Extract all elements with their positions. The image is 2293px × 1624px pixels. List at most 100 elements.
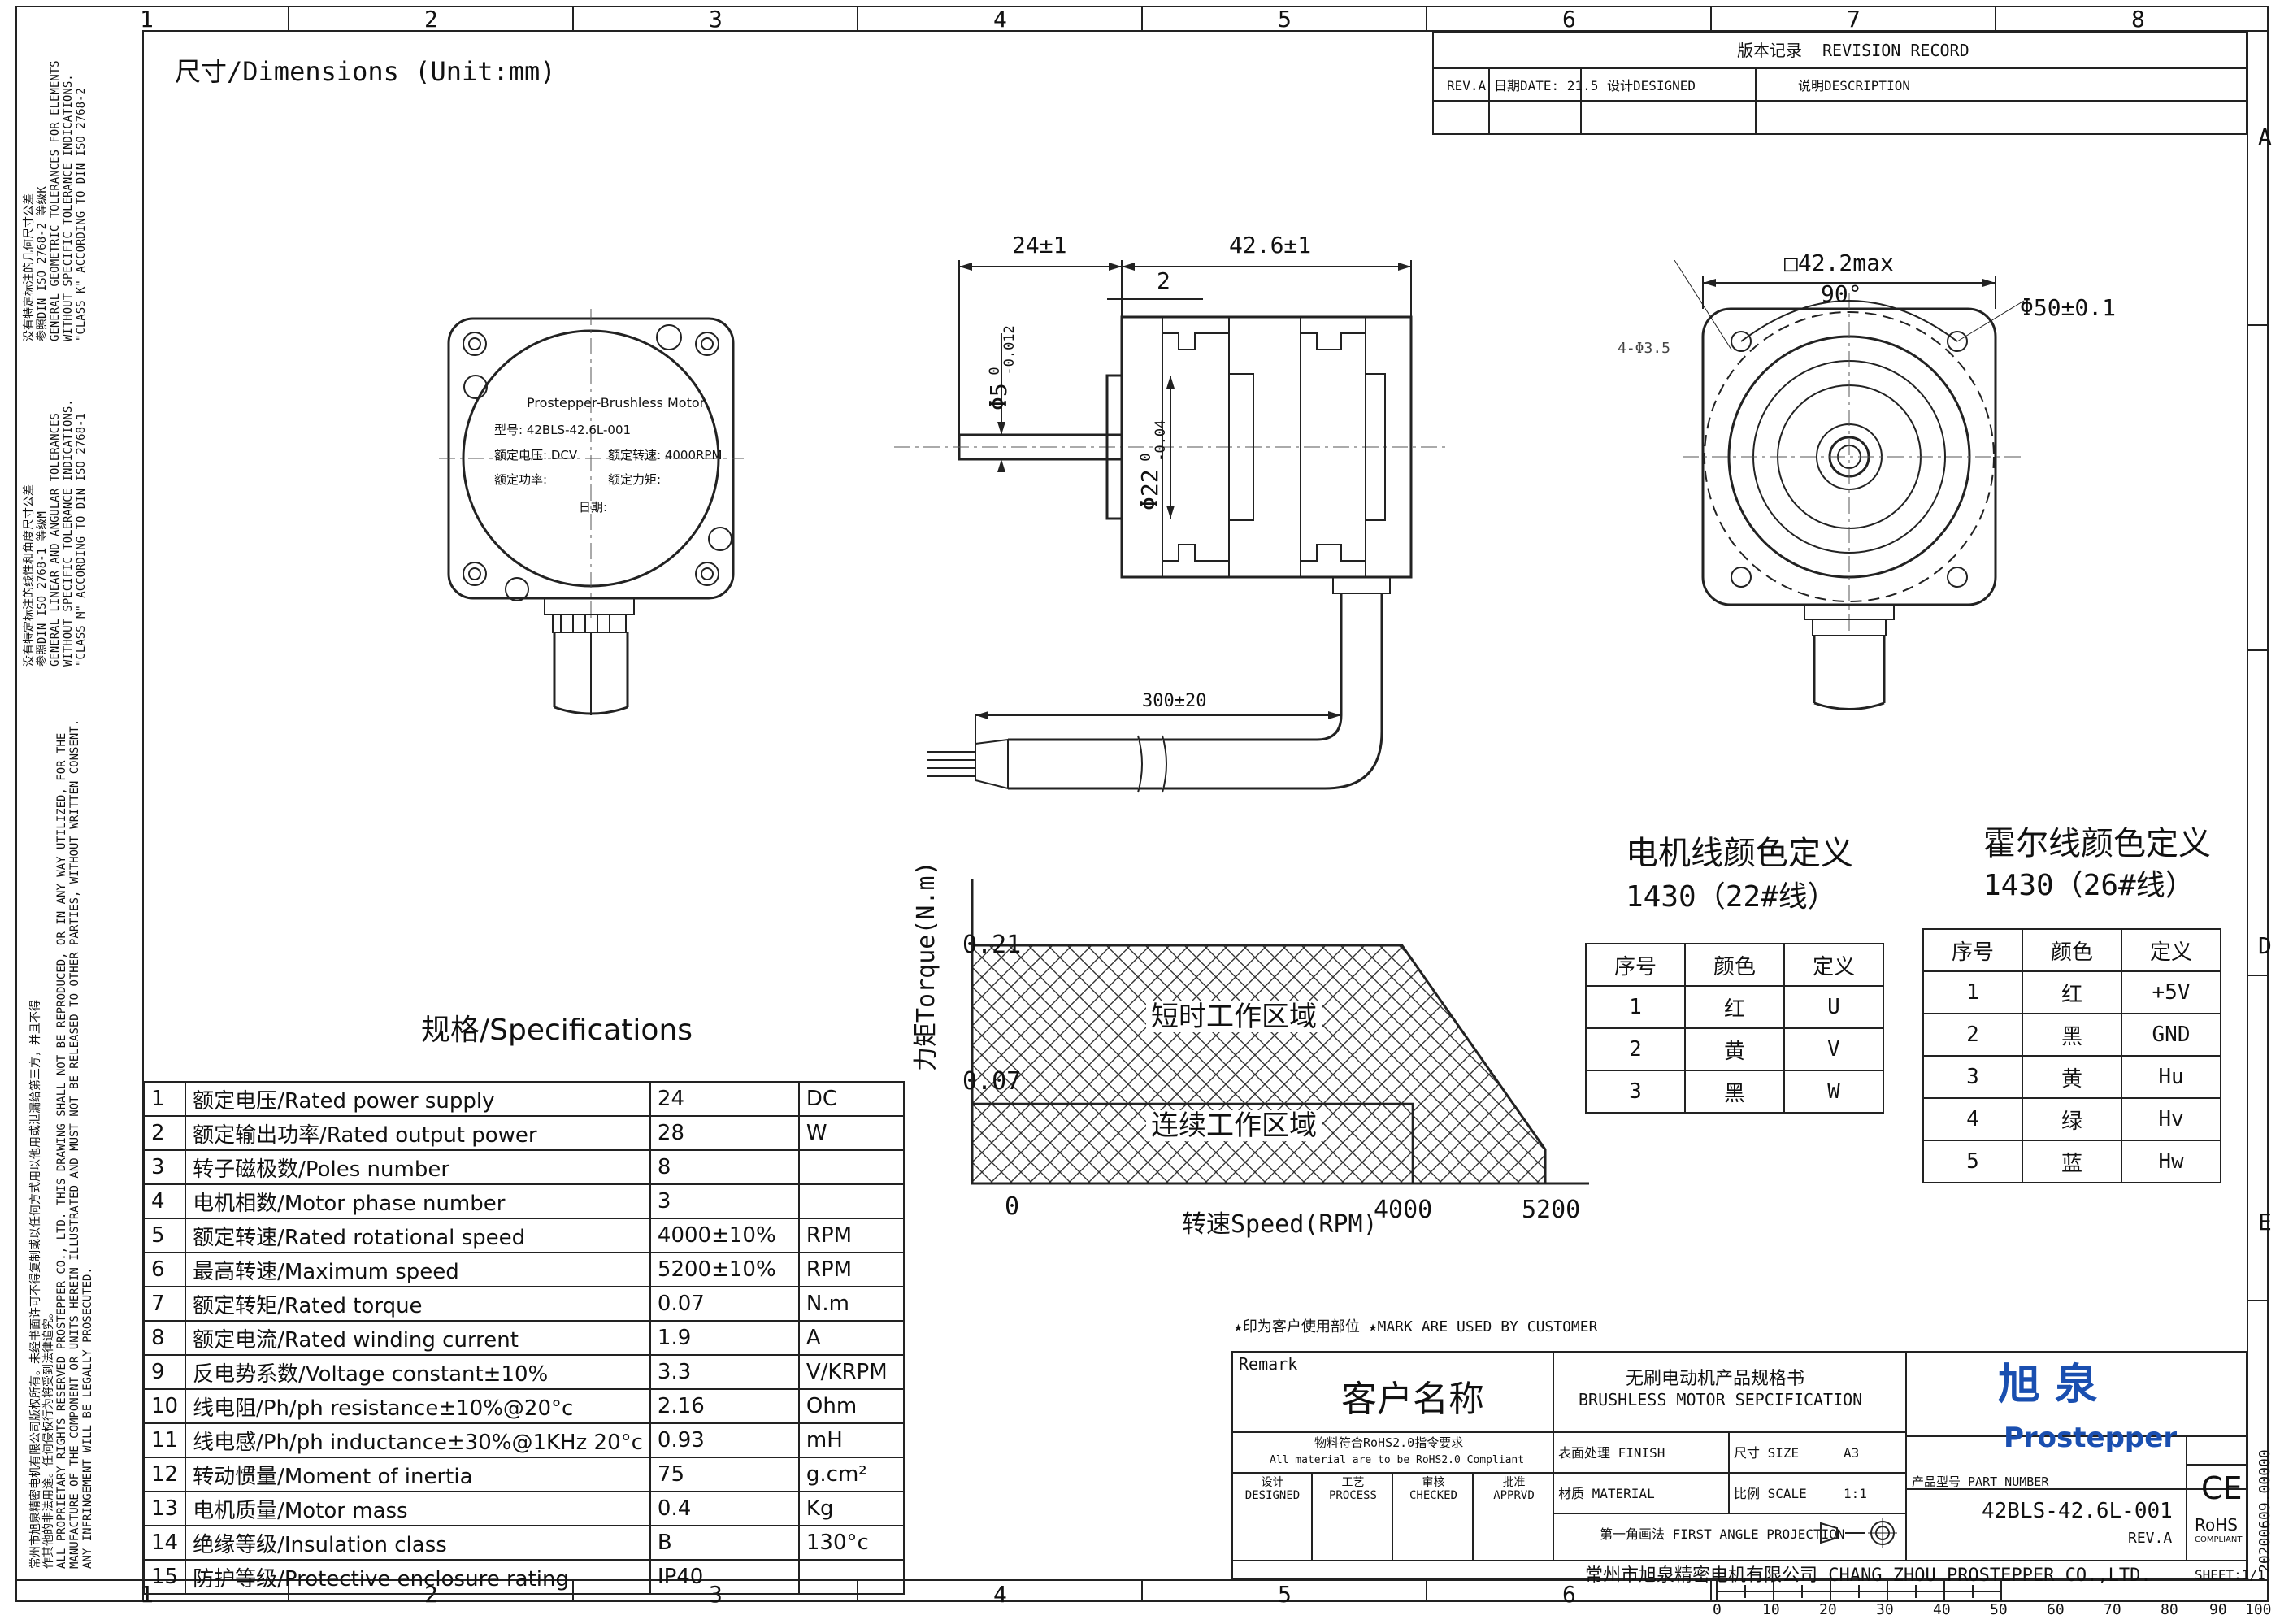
scale-label: 40 xyxy=(1933,1601,1951,1618)
scale-label: 20 xyxy=(1819,1601,1837,1618)
spec-unit xyxy=(797,1559,905,1595)
dim-cable: 300±20 xyxy=(1142,691,1207,711)
motor-wires-header: 定义 xyxy=(1783,943,1884,987)
spec-name: 电机质量/Motor mass xyxy=(185,1491,651,1526)
motor-wire-cell: 3 xyxy=(1585,1070,1686,1114)
hall-wire-cell: 蓝 xyxy=(2022,1140,2122,1183)
revision-title-cn: 版本记录 xyxy=(1737,41,1802,60)
role-en: PROCESS xyxy=(1328,1489,1377,1502)
spec-unit: g.cm² xyxy=(797,1457,905,1492)
spec-val: 4000±10% xyxy=(649,1218,800,1253)
spec-n: 10 xyxy=(142,1388,187,1424)
spec-unit: A xyxy=(797,1320,905,1356)
col-number: 5 xyxy=(1278,1581,1292,1608)
spec-val: 0.07 xyxy=(649,1286,800,1322)
logo-cn: 旭 泉 xyxy=(1998,1361,2098,1409)
col-number: 1 xyxy=(140,6,154,33)
spec-unit: RPM xyxy=(797,1218,905,1253)
spec-unit xyxy=(797,1149,905,1185)
revision-designed: 设计DESIGNED xyxy=(1607,78,1696,93)
dimensions-title: 尺寸/Dimensions (Unit:mm) xyxy=(175,56,556,87)
dim-2: 2 xyxy=(1157,267,1170,294)
spec-name: 转子磁极数/Poles number xyxy=(185,1149,651,1185)
date-code: 20200609.00000 xyxy=(2256,1361,2274,1573)
spec-val: 3.3 xyxy=(649,1354,800,1390)
motor-wire-cell: 2 xyxy=(1585,1027,1686,1071)
ce-mark: CE xyxy=(2201,1470,2243,1506)
spec-val: B xyxy=(649,1525,800,1561)
spec-n: 14 xyxy=(142,1525,187,1561)
date-code-text: 20200609.00000 xyxy=(2256,1449,2273,1573)
hall-wires-title: 霍尔线颜色定义 xyxy=(1983,825,2211,862)
side-note-line: 常州市旭泉精密电机有限公司版权所有。未经书面许可不得复制或以任何方式用以他用或泄… xyxy=(29,1000,42,1569)
rohs-mark-sub: COMPLIANT xyxy=(2195,1535,2243,1544)
doc-title-cn: 无刷电动机产品规格书 xyxy=(1626,1369,1805,1389)
spec-name: 额定转速/Rated rotational speed xyxy=(185,1218,651,1253)
logo-en: Prostepper xyxy=(2004,1422,2178,1454)
role-cn: 设计 xyxy=(1261,1476,1284,1489)
dim-boss-upper: 0 xyxy=(1137,453,1154,462)
spec-unit: Ohm xyxy=(797,1388,905,1424)
chart-y-tick: 0.21 xyxy=(962,931,1022,959)
dim-shaft-upper: 0 xyxy=(986,367,1003,376)
spec-name: 绝缘等级/Insulation class xyxy=(185,1525,651,1561)
scale-label: 比例 SCALE xyxy=(1734,1486,1807,1501)
spec-n: 13 xyxy=(142,1491,187,1526)
role-cn: 批准 xyxy=(1502,1476,1526,1489)
title-rev: REV.A xyxy=(2128,1530,2173,1547)
scale-label: 0 xyxy=(1713,1601,1722,1618)
scale-label: 50 xyxy=(1990,1601,2008,1618)
spec-name: 反电势系数/Voltage constant±10% xyxy=(185,1354,651,1390)
motor-wire-cell: 1 xyxy=(1585,985,1686,1029)
dim-24: 24±1 xyxy=(1012,232,1067,258)
motor-front-view xyxy=(439,309,744,715)
spec-val: 1.9 xyxy=(649,1320,800,1356)
motor-side-view xyxy=(894,260,1447,793)
hall-wires-header: 颜色 xyxy=(2022,928,2122,972)
spec-name: 额定电压/Rated power supply xyxy=(185,1081,651,1117)
motor-wire-cell: U xyxy=(1783,985,1884,1029)
spec-n: 11 xyxy=(142,1422,187,1458)
hall-wires-header: 定义 xyxy=(2121,928,2221,972)
spec-n: 9 xyxy=(142,1354,187,1390)
scale-label: 100 xyxy=(2245,1601,2272,1618)
spec-val: 75 xyxy=(649,1457,800,1492)
hall-wire-cell: 绿 xyxy=(2022,1097,2122,1141)
part-number: 42BLS-42.6L-001 xyxy=(1982,1499,2173,1523)
size-value: A3 xyxy=(1844,1445,1860,1461)
spec-val: 3 xyxy=(649,1183,800,1219)
hall-wires-header: 序号 xyxy=(1922,928,2023,972)
chart-y-tick: 0.07 xyxy=(962,1067,1022,1096)
spec-unit: mH xyxy=(797,1422,905,1458)
label-voltage: 额定电压: DCV xyxy=(494,448,578,462)
side-notes-copyright: 常州市旭泉精密电机有限公司版权所有。未经书面许可不得复制或以任何方式用以他用或泄… xyxy=(29,24,119,1569)
dim-shaft-lower: -0.012 xyxy=(1001,325,1018,376)
dim-shaft-label: Φ5 xyxy=(985,383,1012,410)
motor-wires-title: 电机线颜色定义 xyxy=(1626,835,1853,872)
spec-unit xyxy=(797,1183,905,1219)
spec-val: 8 xyxy=(649,1149,800,1185)
spec-n: 7 xyxy=(142,1286,187,1322)
spec-unit: N.m xyxy=(797,1286,905,1322)
label-date: 日期: xyxy=(579,500,608,515)
side-note-line: 作其他的非法用途。任何侵权行为将受到法律追究。 xyxy=(42,1307,55,1569)
hall-wire-cell: Hv xyxy=(2121,1097,2221,1141)
col-number: 7 xyxy=(1847,6,1861,33)
spec-unit: Kg xyxy=(797,1491,905,1526)
hall-wire-cell: 2 xyxy=(1922,1013,2023,1057)
role-en: CHECKED xyxy=(1409,1489,1457,1502)
chart-x-tick: 4000 xyxy=(1374,1196,1433,1224)
